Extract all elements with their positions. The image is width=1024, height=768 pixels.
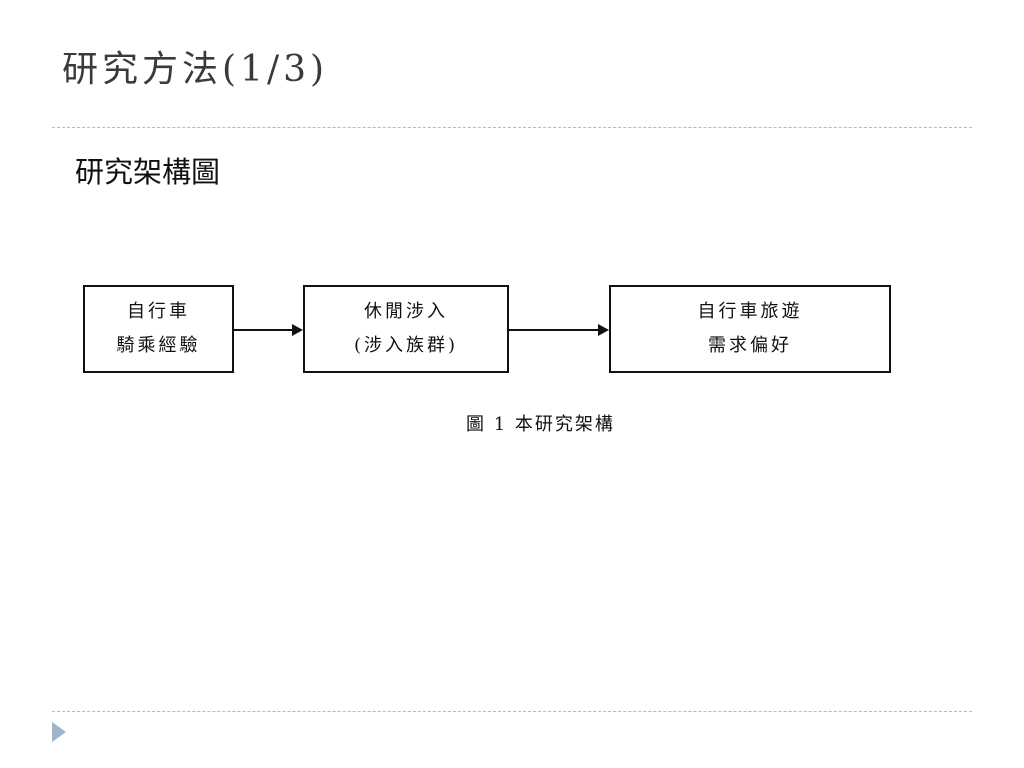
figure-caption: 圖 1 本研究架構 (466, 414, 615, 435)
box-1-line-1: 自行車 (127, 301, 190, 322)
box-3-line-1: 自行車旅遊 (697, 301, 803, 322)
top-divider (52, 127, 972, 128)
box-2-line-2: (涉入族群) (353, 335, 459, 356)
slide-title: 研究方法(1/3) (62, 49, 329, 90)
leisure-involvement-box: 休閒涉入 (涉入族群) (303, 285, 509, 373)
cycling-experience-box: 自行車 騎乘經驗 (83, 285, 234, 373)
arrow-1 (234, 324, 303, 336)
box-1-line-2: 騎乘經驗 (116, 335, 201, 356)
arrow-2 (509, 324, 609, 336)
box-2-line-1: 休閒涉入 (364, 301, 448, 322)
section-heading: 研究架構圖 (75, 155, 221, 189)
triangle-bullet-icon (52, 722, 66, 742)
cycling-tourism-preference-box: 自行車旅遊 需求偏好 (609, 285, 891, 373)
bottom-divider (52, 711, 972, 712)
box-3-line-2: 需求偏好 (708, 335, 792, 356)
